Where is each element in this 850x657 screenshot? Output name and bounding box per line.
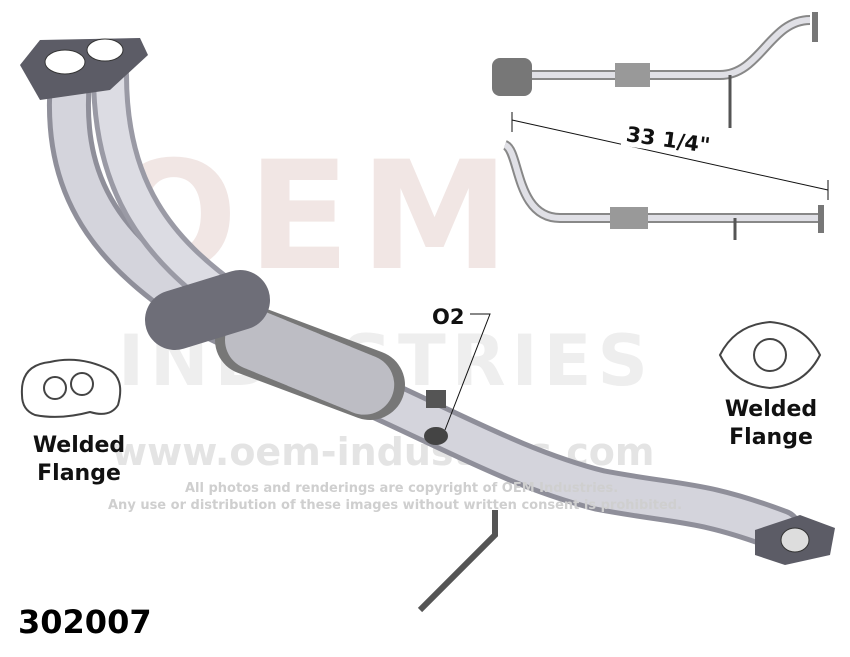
part-number: 302007 [18,603,152,641]
left-flange-icon [20,358,122,418]
main-pipe [46,56,802,552]
inset-side-view [502,112,829,240]
right-flange-label: Welded Flange [724,397,818,450]
inset-top-view [492,12,818,128]
end-flange [755,515,835,565]
copyright-line-2: Any use or distribution of these images … [108,498,683,513]
top-flange [20,38,148,100]
left-flange-label: Welded Flange [32,433,126,486]
o2-label: O2 [432,305,465,329]
o2-sensor-bung [424,313,491,445]
hanger-rod [417,510,498,613]
right-flange-icon [718,320,822,390]
copyright-line-1: All photos and renderings are copyright … [185,481,619,496]
